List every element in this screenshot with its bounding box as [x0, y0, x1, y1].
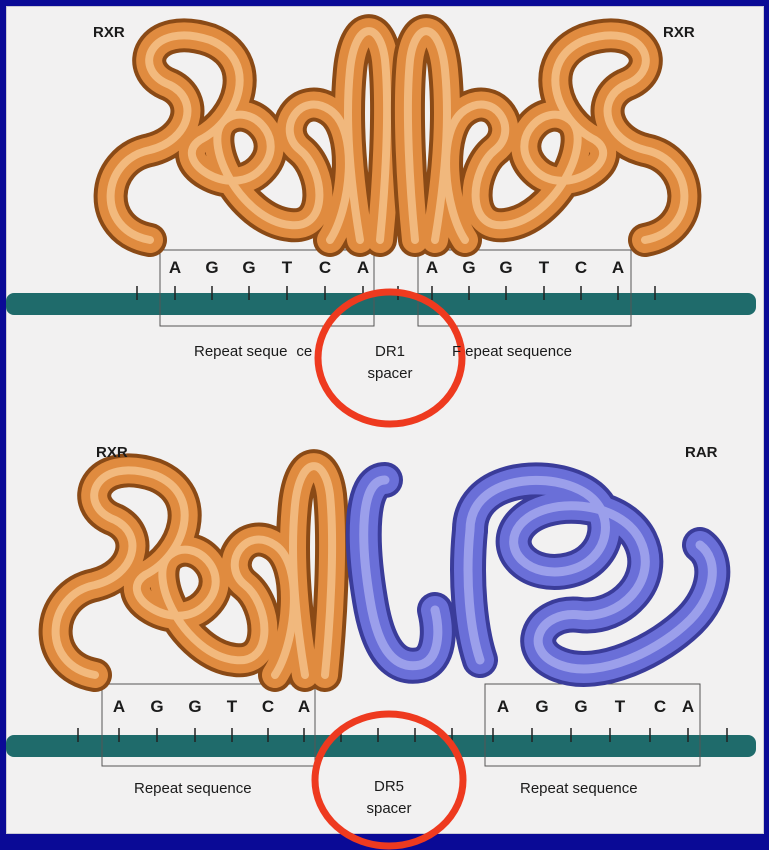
base: G	[239, 258, 259, 278]
rxr-protein-bottom-left	[56, 466, 332, 675]
caption-repeat-bottom-right: Repeat sequence	[520, 780, 638, 797]
rar-protein-bottom-right	[364, 480, 713, 669]
rxr-protein-top-left	[111, 31, 387, 240]
caption-head-text: F	[452, 343, 461, 360]
base: T	[534, 258, 554, 278]
protein-label-rxr-top-left: RXR	[93, 24, 125, 41]
caption-tail-text: ce	[296, 343, 312, 360]
base: G	[185, 697, 205, 717]
base: C	[571, 258, 591, 278]
protein-label-rxr-top-right: RXR	[663, 24, 695, 41]
base: A	[165, 258, 185, 278]
caption-text: epeat sequence	[465, 343, 572, 360]
spacer-name: DR1	[360, 341, 420, 363]
spacer-label-dr5: DR5 spacer	[359, 776, 419, 820]
base: G	[496, 258, 516, 278]
base: A	[608, 258, 628, 278]
base: A	[353, 258, 373, 278]
base: T	[277, 258, 297, 278]
spacer-word: spacer	[359, 798, 419, 820]
caption-repeat-bottom-left: Repeat sequence	[134, 780, 252, 797]
base: T	[610, 697, 630, 717]
base: G	[147, 697, 167, 717]
caption-repeat-top-left: Repeat seque ce	[194, 343, 312, 360]
base: A	[422, 258, 442, 278]
spacer-word: spacer	[360, 363, 420, 385]
base: G	[532, 697, 552, 717]
spacer-name: DR5	[359, 776, 419, 798]
rxr-protein-top-right	[408, 31, 684, 240]
base: G	[202, 258, 222, 278]
base: C	[315, 258, 335, 278]
base: G	[459, 258, 479, 278]
base: A	[678, 697, 698, 717]
base: A	[493, 697, 513, 717]
base: T	[222, 697, 242, 717]
spacer-label-dr1: DR1 spacer	[360, 341, 420, 385]
base: G	[571, 697, 591, 717]
protein-label-rar-bottom: RAR	[685, 444, 718, 461]
base: C	[650, 697, 670, 717]
protein-label-rxr-bottom: RXR	[96, 444, 128, 461]
base: A	[294, 697, 314, 717]
dna-strand-top	[6, 293, 756, 315]
caption-text: Repeat seque	[194, 343, 287, 360]
base: A	[109, 697, 129, 717]
base: C	[258, 697, 278, 717]
